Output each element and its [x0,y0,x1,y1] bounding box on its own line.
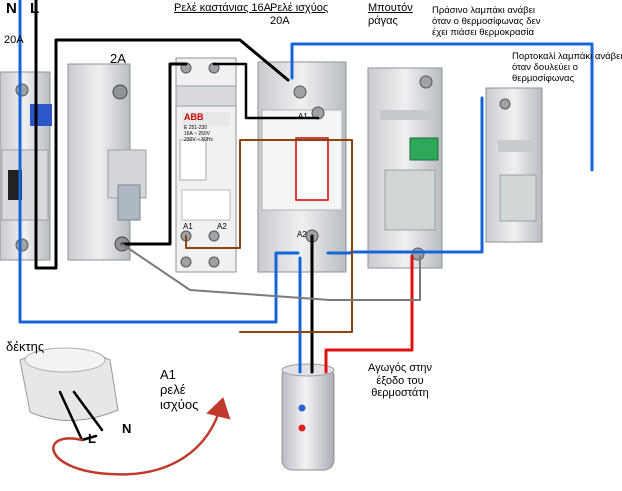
thermostat-note-l1: Αγωγός στην [368,362,432,374]
orange-lamp-device [485,87,543,243]
power-relay-title: Ρελέ ισχύος 20A [270,2,328,27]
wire-gray [121,243,421,301]
power-relay-a2-label: A2 [297,230,307,239]
orange-lamp-note-l3: θερμοσίφωνας [512,72,575,84]
wire-blue-top [290,42,594,172]
wire-neutral-blue [18,0,300,324]
receiver-device [19,347,119,421]
a1-note-l3: ισχύος [160,396,199,412]
orange-lamp-note-l1: Πορτοκαλί λαμπάκι ανάβει [512,51,622,62]
a1-note: A1 ρελέ ισχύος [160,367,199,413]
rail-button-device [367,67,443,269]
power-relay-rating: 20A [270,14,290,27]
rail-button-title-line1: Μπουτόν [368,2,413,14]
wires [18,0,594,476]
abb-logo: ABB [184,112,204,122]
receiver-l-label: L [88,431,96,446]
green-lamp-note-l1: Πράσινο λαμπάκι ανάβει [432,5,535,16]
breaker-2a-label: 2A [110,51,126,66]
contactor-relay-device [175,57,237,273]
a1-arrow [52,397,231,476]
orange-lamp-note: Πορτοκαλί λαμπάκι ανάβει όταν δουλεύει ο… [512,51,622,85]
thermostat-note: Αγωγός στην έξοδο του θερμοστάτη [368,362,432,400]
contactor-a2-label: A2 [217,222,227,231]
power-relay-device [257,61,347,273]
rail-button-title-line2: ράγας [368,14,398,27]
contactor-spec1: 16A ~ 250V [184,131,210,137]
contactor-spec2: 230V ~ 50Hz [184,137,214,143]
receiver-lead-n [72,390,104,432]
breaker-2a [67,63,147,261]
contactor-model: E 251-230 [184,125,208,131]
orange-lamp-note-l2: όταν δουλεύει ο [512,61,578,73]
thermostat-note-l3: θερμοστάτη [371,387,429,400]
wire-red-thermostat [324,254,414,374]
main-breaker-20a [0,71,52,261]
terminal-n-label: N [6,0,17,17]
contactor-relay-title-text: Ρελέ καστάνιας 16A [174,2,271,14]
power-relay-a1-label: A1 [298,112,308,121]
thermostat-note-l2: έξοδο του [376,374,424,387]
terminal-l-label: L [30,0,40,17]
wire-black-a1 [212,62,320,120]
a1-note-l2: ρελέ [160,381,186,397]
wire-line-black [34,0,290,270]
water-heater [281,363,335,471]
receiver-n-label: N [122,421,132,436]
power-relay-title-text: Ρελέ ισχύος [270,2,329,14]
green-lamp-note: Πράσινο λαμπάκι ανάβει όταν ο θερμοσίφων… [432,5,541,39]
a1-note-l1: A1 [160,367,176,382]
green-lamp-note-l3: έχει πιάσει θερμοκρασία [432,26,535,38]
green-lamp-note-l2: όταν ο θερμοσίφωνας δεν [432,15,541,27]
rail-button-title: Μπουτόν ράγας [368,2,413,27]
receiver-label: δέκτης [6,339,45,354]
contactor-a1-label: A1 [183,222,193,231]
contactor-relay-title: Ρελέ καστάνιας 16A [174,2,271,15]
wire-brown [185,139,353,333]
main-breaker-rating: 20A [4,34,24,46]
wire-black-2a [120,62,188,246]
